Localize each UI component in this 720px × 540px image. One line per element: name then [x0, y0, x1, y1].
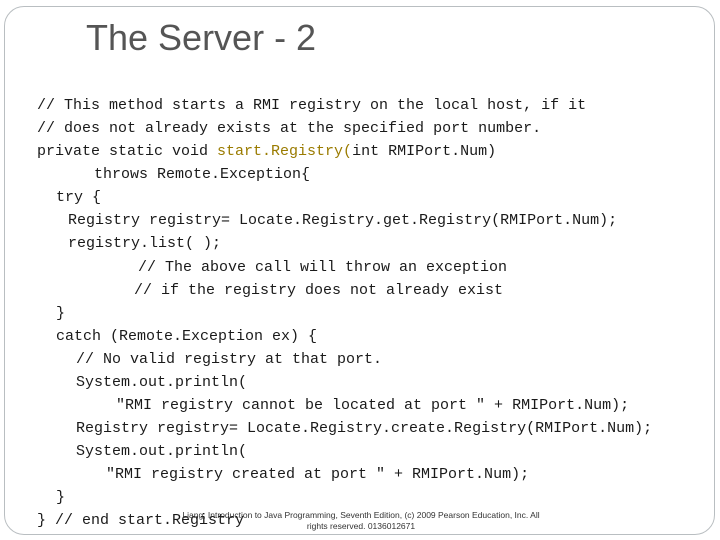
code-line: // does not already exists at the specif… — [37, 120, 542, 137]
footer-line: Liang, Introduction to Java Programming,… — [182, 510, 540, 520]
highlighted-method-name: start.Registry( — [217, 143, 353, 160]
code-line: // The above call will throw an exceptio… — [138, 259, 508, 276]
code-line: Registry registry= Locate.Registry.get.R… — [68, 212, 618, 229]
footer-line: rights reserved. 0136012671 — [306, 521, 416, 531]
code-line: registry.list( ); — [68, 235, 222, 252]
code-text: private static void — [37, 143, 218, 160]
code-line: // No valid registry at that port. — [76, 351, 383, 368]
code-text: int RMIPort.Num) — [352, 143, 497, 160]
code-line: } — [56, 305, 66, 322]
code-line: private static void start.Registry(int R… — [37, 142, 496, 162]
code-line: // This method starts a RMI registry on … — [37, 97, 587, 114]
code-line: throws Remote.Exception{ — [94, 166, 311, 183]
code-line: "RMI registry cannot be located at port … — [116, 397, 630, 414]
code-line: } // end start.Registry — [37, 512, 245, 529]
code-line: catch (Remote.Exception ex) { — [56, 328, 318, 345]
code-line: System.out.println( — [76, 443, 248, 460]
slide-frame — [4, 6, 715, 535]
code-line: } — [56, 489, 66, 506]
code-line: // if the registry does not already exis… — [134, 282, 504, 299]
code-line: System.out.println( — [76, 374, 248, 391]
code-line: try { — [56, 189, 102, 206]
code-line: "RMI registry created at port " + RMIPor… — [106, 466, 530, 483]
code-line: Registry registry= Locate.Registry.creat… — [76, 420, 653, 437]
slide-title: The Server - 2 — [86, 17, 317, 58]
slide-footer: Liang, Introduction to Java Programming,… — [146, 510, 576, 532]
